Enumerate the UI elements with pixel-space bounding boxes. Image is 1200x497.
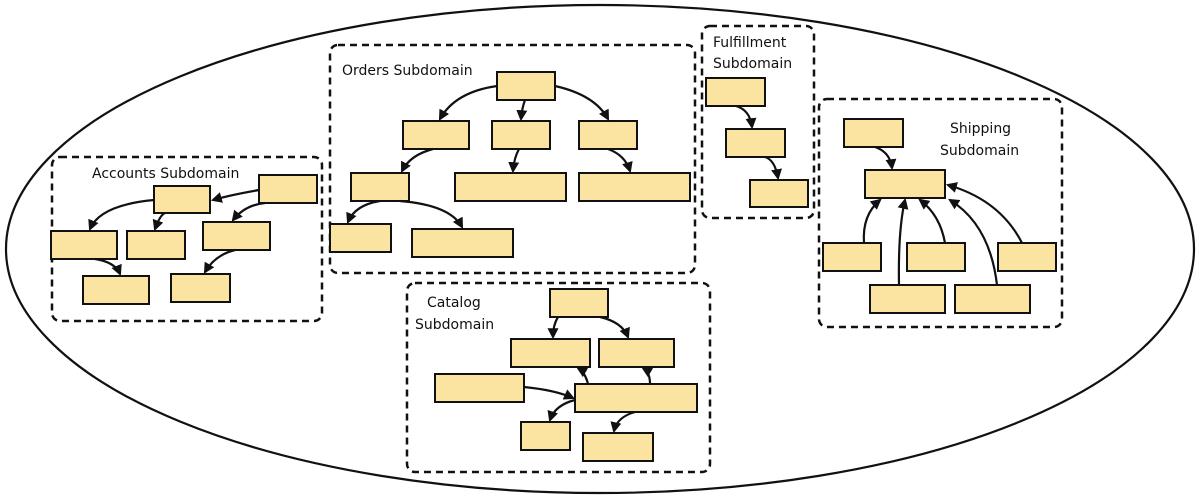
subdomain-label: Orders Subdomain xyxy=(342,63,473,79)
subdomain-boundary xyxy=(817,97,1064,329)
dependency-arrow xyxy=(610,410,636,434)
dependency-arrow xyxy=(210,188,260,203)
entity-box[interactable] xyxy=(705,77,766,107)
entity-boxes xyxy=(705,77,809,208)
entity-box[interactable] xyxy=(402,120,470,150)
entity-box[interactable] xyxy=(749,179,809,208)
dependency-arrow xyxy=(764,155,782,181)
entity-box[interactable] xyxy=(491,120,551,150)
entity-boxes xyxy=(434,288,698,462)
entity-box[interactable] xyxy=(822,242,882,272)
entity-box[interactable] xyxy=(496,71,556,101)
subdomain-label: Subdomain xyxy=(713,56,792,72)
dependency-arrow xyxy=(346,199,381,225)
dependency-arrow xyxy=(547,398,576,423)
entity-box[interactable] xyxy=(434,373,525,403)
dependency-arrow xyxy=(508,148,520,174)
dependency-arrow xyxy=(599,315,630,340)
dependency-arrows xyxy=(735,104,782,181)
entity-boxes xyxy=(329,71,691,258)
dependency-arrow xyxy=(897,197,909,286)
dependency-arrow xyxy=(862,198,882,244)
dependency-arrow xyxy=(401,147,434,173)
dependency-arrow xyxy=(399,199,464,229)
dependency-arrow xyxy=(554,84,610,121)
entity-boxes xyxy=(822,118,1057,314)
entity-box[interactable] xyxy=(864,169,946,199)
subdomain-label: Fulfillment xyxy=(713,35,787,51)
dependency-arrow xyxy=(152,211,166,232)
subdomain-catalog: Catalog Subdomain xyxy=(405,281,712,474)
dependency-arrow xyxy=(231,201,266,222)
entity-box[interactable] xyxy=(170,273,231,303)
dependency-arrow xyxy=(516,99,528,122)
subdomain-label: Accounts Subdomain xyxy=(92,166,239,182)
dependency-arrow xyxy=(607,147,633,174)
dependency-arrows xyxy=(88,188,266,277)
entity-box[interactable] xyxy=(578,120,638,150)
entity-box[interactable] xyxy=(869,284,946,314)
entity-box[interactable] xyxy=(350,172,410,202)
entity-box[interactable] xyxy=(582,432,654,462)
subdomain-boundary xyxy=(328,43,697,275)
entity-box[interactable] xyxy=(82,275,150,305)
entity-box[interactable] xyxy=(454,172,567,202)
entity-box[interactable] xyxy=(997,242,1057,272)
entity-box[interactable] xyxy=(578,172,691,202)
subdomain-boundary xyxy=(700,24,816,220)
entity-box[interactable] xyxy=(520,421,571,451)
entity-box[interactable] xyxy=(598,338,675,368)
entity-box[interactable] xyxy=(329,223,392,253)
domain-boundary xyxy=(4,3,1196,495)
subdomain-boundary xyxy=(50,155,324,323)
subdomain-boundary xyxy=(405,281,712,474)
entity-box[interactable] xyxy=(50,230,118,260)
entity-box[interactable] xyxy=(126,230,186,260)
dependency-arrows xyxy=(862,145,1023,286)
entity-box[interactable] xyxy=(725,128,786,158)
entity-box[interactable] xyxy=(574,383,698,413)
dependency-arrow xyxy=(547,316,559,340)
dependency-arrow xyxy=(918,198,947,244)
dependency-arrows xyxy=(346,84,633,229)
subdomain-shipping: Shipping Subdomain xyxy=(817,97,1064,329)
dependency-arrow xyxy=(94,257,122,277)
entity-box[interactable] xyxy=(549,288,609,318)
dependency-arrow xyxy=(945,182,1023,244)
entity-boxes xyxy=(50,174,318,305)
dependency-arrow xyxy=(735,104,757,130)
entity-box[interactable] xyxy=(202,221,271,251)
dependency-arrow xyxy=(948,198,999,286)
entity-box[interactable] xyxy=(954,284,1031,314)
dependency-arrow xyxy=(203,248,236,274)
entity-box[interactable] xyxy=(258,174,318,204)
entity-box[interactable] xyxy=(411,228,514,258)
subdomain-label: Subdomain xyxy=(415,317,494,333)
subdomain-accounts: Accounts Subdomain xyxy=(50,155,324,323)
subdomain-label: Subdomain xyxy=(940,143,1019,159)
dependency-arrow xyxy=(88,198,155,232)
subdomain-orders: Orders Subdomain xyxy=(328,43,697,275)
subdomain-fulfillment: Fulfillment Subdomain xyxy=(700,24,816,220)
subdomain-label: Shipping xyxy=(950,121,1011,137)
dependency-arrow xyxy=(576,366,590,385)
dependency-arrows xyxy=(523,315,654,434)
dependency-arrow xyxy=(438,84,498,121)
entity-box[interactable] xyxy=(510,338,591,368)
entity-box[interactable] xyxy=(906,242,966,272)
dependency-arrow xyxy=(641,366,654,385)
entity-box[interactable] xyxy=(153,185,211,214)
entity-box[interactable] xyxy=(843,118,904,148)
dependency-arrow xyxy=(874,145,897,171)
subdomain-label: Catalog xyxy=(427,295,481,311)
dependency-arrow xyxy=(523,385,576,400)
